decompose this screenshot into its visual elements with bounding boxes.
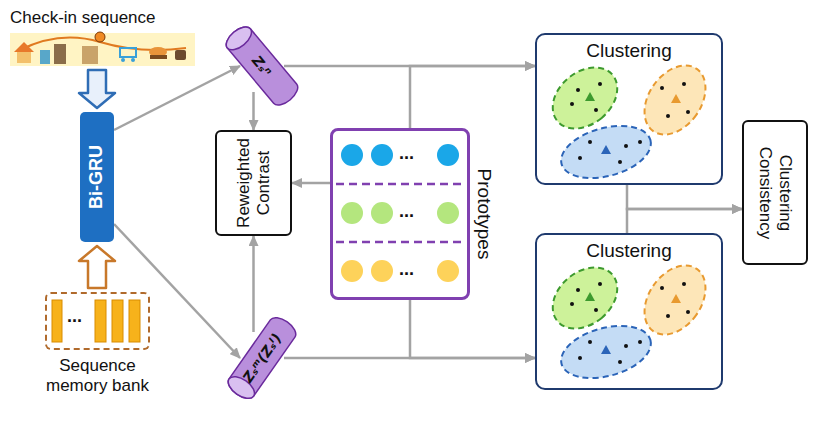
memory-bank: Sequence memory bank... — [45, 292, 150, 350]
ellipsis-label: ... — [67, 306, 82, 327]
embedding-cylinder: Zₛⁿ — [240, 44, 284, 88]
cluster-figure — [541, 54, 718, 187]
node-label: Sequence memory bank — [36, 356, 160, 395]
centroid-marker — [601, 145, 611, 154]
connector-arrow — [114, 224, 240, 358]
row-divider — [336, 241, 464, 244]
cluster-ellipse — [555, 117, 656, 187]
connector-arrow — [292, 182, 330, 185]
location-pin — [95, 32, 105, 42]
contrast-box: Reweighted Contrast — [215, 130, 292, 236]
prototype-dot — [371, 260, 393, 282]
rotated-label: Reweighted Contrast — [233, 137, 274, 229]
block-arrow — [79, 246, 115, 288]
cart-icon — [120, 48, 136, 57]
cart-wheel — [121, 58, 125, 62]
rotated-label: Bi-GRU — [86, 145, 108, 209]
cluster-panel: Clustering — [535, 33, 723, 185]
embedding-cylinder: Zₛᵐ(Zₛˡ) — [240, 336, 284, 380]
prototype-grid — [336, 144, 464, 282]
cylinder-body — [224, 313, 299, 402]
node-label: Clustering — [537, 235, 721, 262]
cluster-figure — [541, 254, 718, 387]
sample-dots — [570, 82, 690, 164]
node-label: Check-in sequence — [10, 8, 156, 28]
prototype-dot — [371, 144, 393, 166]
centroid-marker — [671, 94, 681, 103]
phone-icon — [40, 50, 50, 64]
memory-slot — [129, 300, 140, 342]
ellipsis-label: ... — [399, 143, 414, 164]
node-label: Prototypes — [473, 169, 495, 260]
connector-arrow — [410, 300, 535, 358]
memory-slot — [95, 300, 106, 342]
memory-bars — [52, 300, 140, 342]
sequence-strip — [10, 33, 195, 66]
burger-icon — [150, 55, 167, 59]
connector-arrow — [114, 66, 240, 130]
prototype-dot — [341, 202, 363, 224]
prototype-dot — [341, 260, 363, 282]
connector-arrow — [627, 185, 742, 209]
house-icon — [14, 42, 34, 52]
consistency-box: Clustering Consistency — [742, 120, 808, 265]
prototype-dot — [437, 144, 459, 166]
house-icon — [17, 52, 31, 63]
cup-icon — [175, 50, 186, 60]
prototype-panel: Prototypes......... — [330, 128, 470, 300]
node-label: Clustering Consistency — [756, 146, 795, 239]
prototype-dot — [371, 202, 393, 224]
encoder-box: Bi-GRU — [80, 112, 114, 242]
node-label: Bi-GRU — [86, 145, 106, 209]
ellipsis-label: ... — [399, 259, 414, 280]
cylinder-body — [222, 23, 302, 110]
cylinder-body — [224, 313, 299, 402]
cluster-panel: Clustering — [535, 233, 723, 390]
rotated-label: Clustering Consistency — [755, 145, 796, 240]
prototype-dot — [437, 260, 459, 282]
connector-arrow — [410, 66, 535, 128]
ellipsis-label: ... — [399, 201, 414, 222]
prototype-dot — [341, 144, 363, 166]
cylinder-cap — [222, 23, 255, 55]
building-icon — [82, 46, 98, 64]
connector-arrow — [252, 236, 255, 332]
cylinder-body — [222, 23, 302, 110]
memory-slot — [52, 300, 62, 342]
connector-arrow — [252, 92, 255, 130]
block-arrow — [79, 70, 115, 108]
centroid-marker — [585, 92, 595, 101]
cart-wheel — [131, 58, 135, 62]
row-divider — [336, 183, 464, 186]
checkin-strip: Check-in sequence — [10, 33, 195, 66]
node-label: Clustering — [537, 35, 721, 62]
building-icon — [54, 44, 66, 64]
connector-arrow — [627, 209, 742, 233]
prototype-dot — [437, 202, 459, 224]
node-label: Reweighted Contrast — [233, 138, 272, 228]
memory-slot — [112, 300, 123, 342]
